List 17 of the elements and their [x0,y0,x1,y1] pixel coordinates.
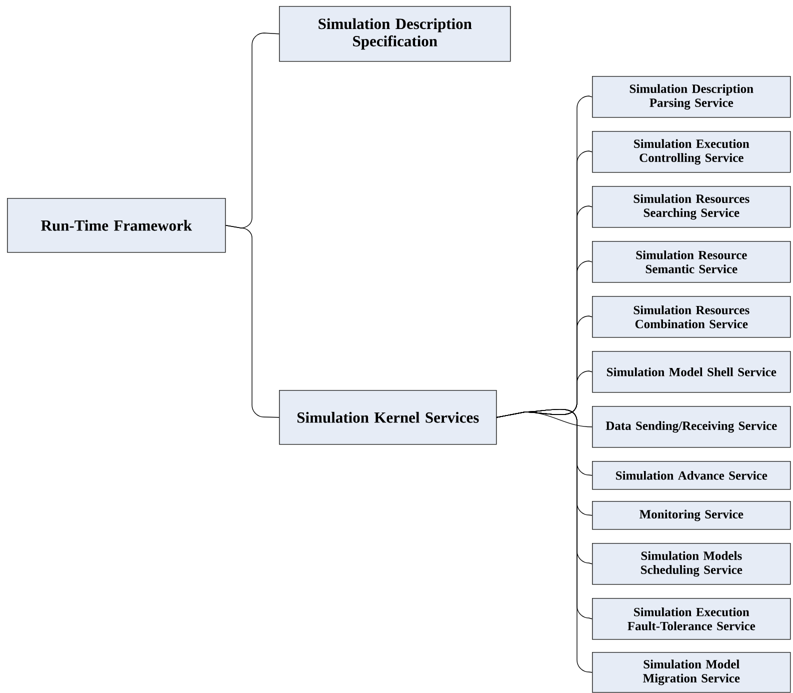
service-box: Simulation Model Migration Service [592,652,791,693]
service-box: Data Sending/Receiving Service [592,406,791,448]
service-box: Simulation Resources Searching Service [592,186,791,228]
service-box: Simulation Description Specification [279,6,511,62]
service-box: Simulation Kernel Services [279,390,497,445]
service-box: Simulation Resource Semantic Service [592,241,791,283]
service-box: Simulation Execution Fault-Tolerance Service [592,598,791,640]
service-box: Simulation Description Parsing Service [592,76,791,118]
service-box: Simulation Execution Controlling Service [592,131,791,173]
service-box: Monitoring Service [592,501,791,530]
brace-connector [225,225,280,418]
service-box: Simulation Model Shell Service [592,351,791,393]
service-box: Run-Time Framework [7,198,226,253]
service-box: Simulation Models Scheduling Service [592,543,791,585]
service-box: Simulation Advance Service [592,461,791,490]
service-box: Simulation Resources Combination Service [592,296,791,338]
brace-connector [496,408,592,673]
